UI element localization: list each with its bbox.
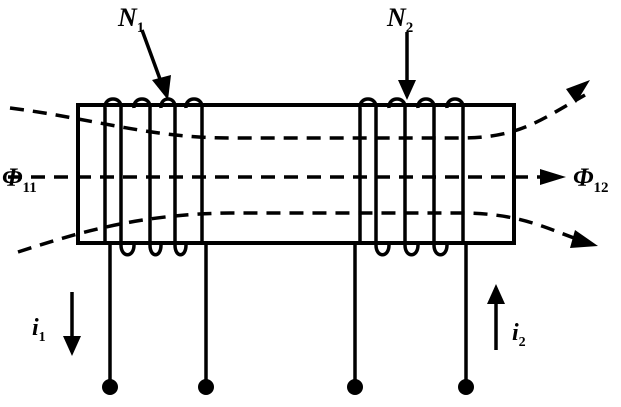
- terminal-1: [102, 379, 118, 395]
- terminal-4: [458, 379, 474, 395]
- pointer-arrowhead-n2: [398, 80, 416, 100]
- label-i1: i1: [32, 315, 46, 345]
- coil-n2: [353, 97, 468, 385]
- pointer-arrowhead-n1: [152, 75, 171, 100]
- current-arrows: [63, 284, 505, 356]
- current-arrowhead-i1: [63, 336, 81, 356]
- label-phi-11: Φ11: [2, 163, 37, 196]
- current-arrowhead-i2: [487, 284, 505, 304]
- transformer-core: [76, 103, 516, 245]
- label-phi-12: Φ12: [573, 163, 609, 196]
- coil-n1-turn: [184, 97, 204, 245]
- flux-arrowheads: [540, 80, 598, 248]
- flux-arrowhead-middle: [540, 169, 566, 185]
- flux-line-top: [9, 93, 586, 140]
- terminal-3: [347, 379, 363, 395]
- flux-arrowhead-top: [566, 80, 590, 103]
- flux-lines: [8, 93, 586, 254]
- coil-n2-turn: [416, 97, 449, 257]
- coil-n1-turn: [159, 97, 188, 257]
- flux-arrowhead-bottom: [570, 230, 598, 248]
- label-i2: i2: [512, 320, 526, 350]
- coil-pointers: [140, 29, 416, 100]
- coil-n1-turn: [103, 97, 136, 257]
- coil-n2-turn: [387, 97, 420, 257]
- coil-n2-turn: [358, 97, 391, 257]
- terminal-2: [198, 379, 214, 395]
- label-n1: N1: [117, 3, 144, 36]
- terminals: [102, 379, 474, 395]
- coil-n2-turn: [445, 97, 465, 245]
- flux-line-bottom: [17, 211, 586, 254]
- coil-n1: [103, 97, 208, 385]
- label-n2: N2: [386, 3, 413, 36]
- coil-n1-turn: [132, 97, 163, 257]
